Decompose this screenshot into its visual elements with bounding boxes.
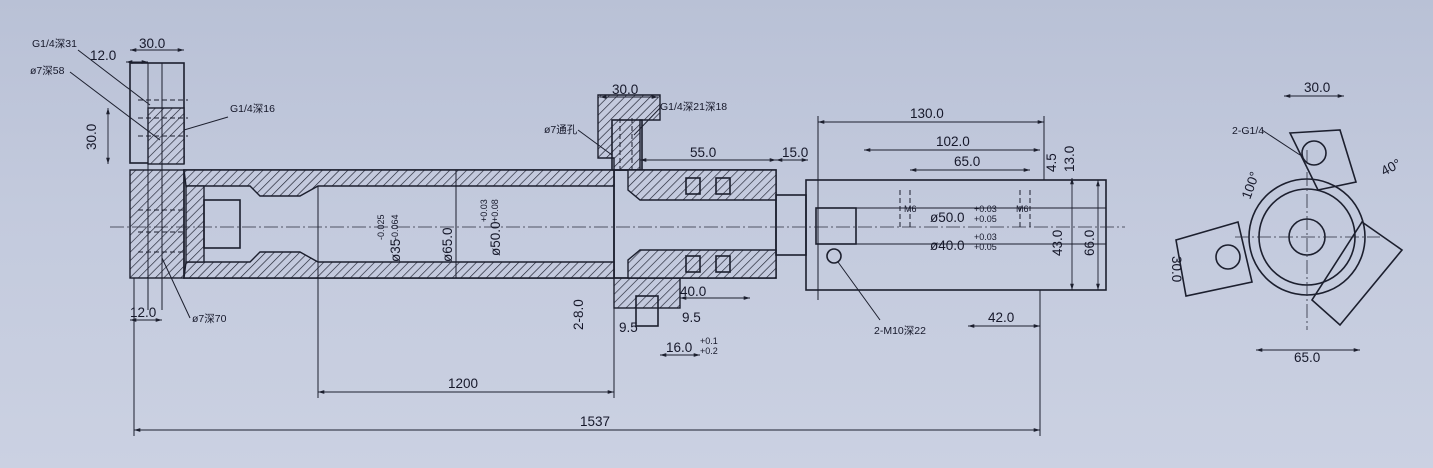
dim-42: 42.0 (988, 310, 1014, 325)
dim-phi50-main: ø50.0 (488, 221, 503, 256)
note-g14-21-18: G1/4深21深18 (660, 101, 727, 113)
dim-12-top-left: 12.0 (90, 48, 116, 63)
dim-phi65: ø65.0 (440, 227, 455, 262)
note-phi7-70: ø7深70 (192, 313, 227, 325)
note-g14-2: 2-G1/4 (1232, 125, 1264, 137)
dim-12-bottom-left: 12.0 (130, 305, 156, 320)
dim-9-5-a: 9.5 (619, 320, 638, 335)
dim-phi50-main-tol2: +0.08 (490, 199, 500, 222)
dim-40: 40.0 (680, 284, 706, 299)
note-phi7-58: ø7深58 (30, 65, 65, 77)
dim-66: 66.0 (1082, 230, 1097, 256)
port-block (597, 94, 681, 327)
dim-16-tol2: +0.2 (700, 346, 718, 356)
dim-phi40-tol2: +0.05 (974, 242, 997, 252)
labels: 30.0 12.0 30.0 12.0 1200 1537 30.0 55.0 … (30, 36, 1403, 429)
dim-phi35-tol2: -0.064 (390, 214, 400, 240)
dim-1200: 1200 (448, 376, 478, 391)
dim-30-top-left: 30.0 (139, 36, 165, 51)
side-view (1175, 129, 1404, 330)
note-phi7-hole: ø7通孔 (544, 123, 578, 136)
dimension-lines (106, 48, 1360, 436)
dim-102: 102.0 (936, 134, 970, 149)
side-dim-40: 40° (1378, 156, 1403, 179)
dim-phi35-tol1: -0.025 (376, 214, 386, 240)
dim-16-tol: +0.1 (700, 336, 718, 346)
rod-head (613, 169, 807, 279)
note-m10-22: 2-M10深22 (874, 325, 926, 337)
dim-130: 130.0 (910, 106, 944, 121)
dim-m6-a: M6 (904, 204, 917, 214)
leader-lines (69, 49, 1301, 321)
dim-65-top: 65.0 (954, 154, 980, 169)
dim-phi50-right-tol2: +0.05 (974, 214, 997, 224)
dim-2-8: 2-8.0 (571, 299, 586, 330)
dim-phi40-tol1: +0.03 (974, 232, 997, 242)
dim-m6-b: M6 (1016, 204, 1029, 214)
side-dim-100: 100° (1239, 170, 1263, 201)
note-g14-31: G1/4深31 (32, 38, 77, 50)
dim-13: 13.0 (1062, 146, 1077, 172)
left-end-block (129, 62, 188, 310)
dim-phi35: ø35 (388, 239, 403, 262)
dim-16: 16.0 (666, 340, 692, 355)
note-g14-16: G1/4深16 (230, 103, 275, 115)
rod-end (805, 179, 1107, 291)
side-dim-30: 30.0 (1304, 80, 1330, 95)
side-dim-30-rot: 30.0 (1169, 256, 1184, 282)
side-dim-65: 65.0 (1294, 350, 1320, 365)
dim-9-5-b: 9.5 (682, 310, 701, 325)
dim-phi50-right: ø50.0 (930, 210, 965, 225)
dim-55: 55.0 (690, 145, 716, 160)
dim-4-5: 4.5 (1044, 153, 1059, 172)
dim-1537: 1537 (580, 414, 610, 429)
dim-phi40: ø40.0 (930, 238, 965, 253)
dim-30-left-vert: 30.0 (84, 124, 99, 150)
dim-phi50-right-tol1: +0.03 (974, 204, 997, 214)
dim-43: 43.0 (1050, 230, 1065, 256)
dim-15: 15.0 (782, 145, 808, 160)
dim-30-port: 30.0 (612, 82, 638, 97)
dim-phi50-main-tol1: +0.03 (479, 199, 489, 222)
